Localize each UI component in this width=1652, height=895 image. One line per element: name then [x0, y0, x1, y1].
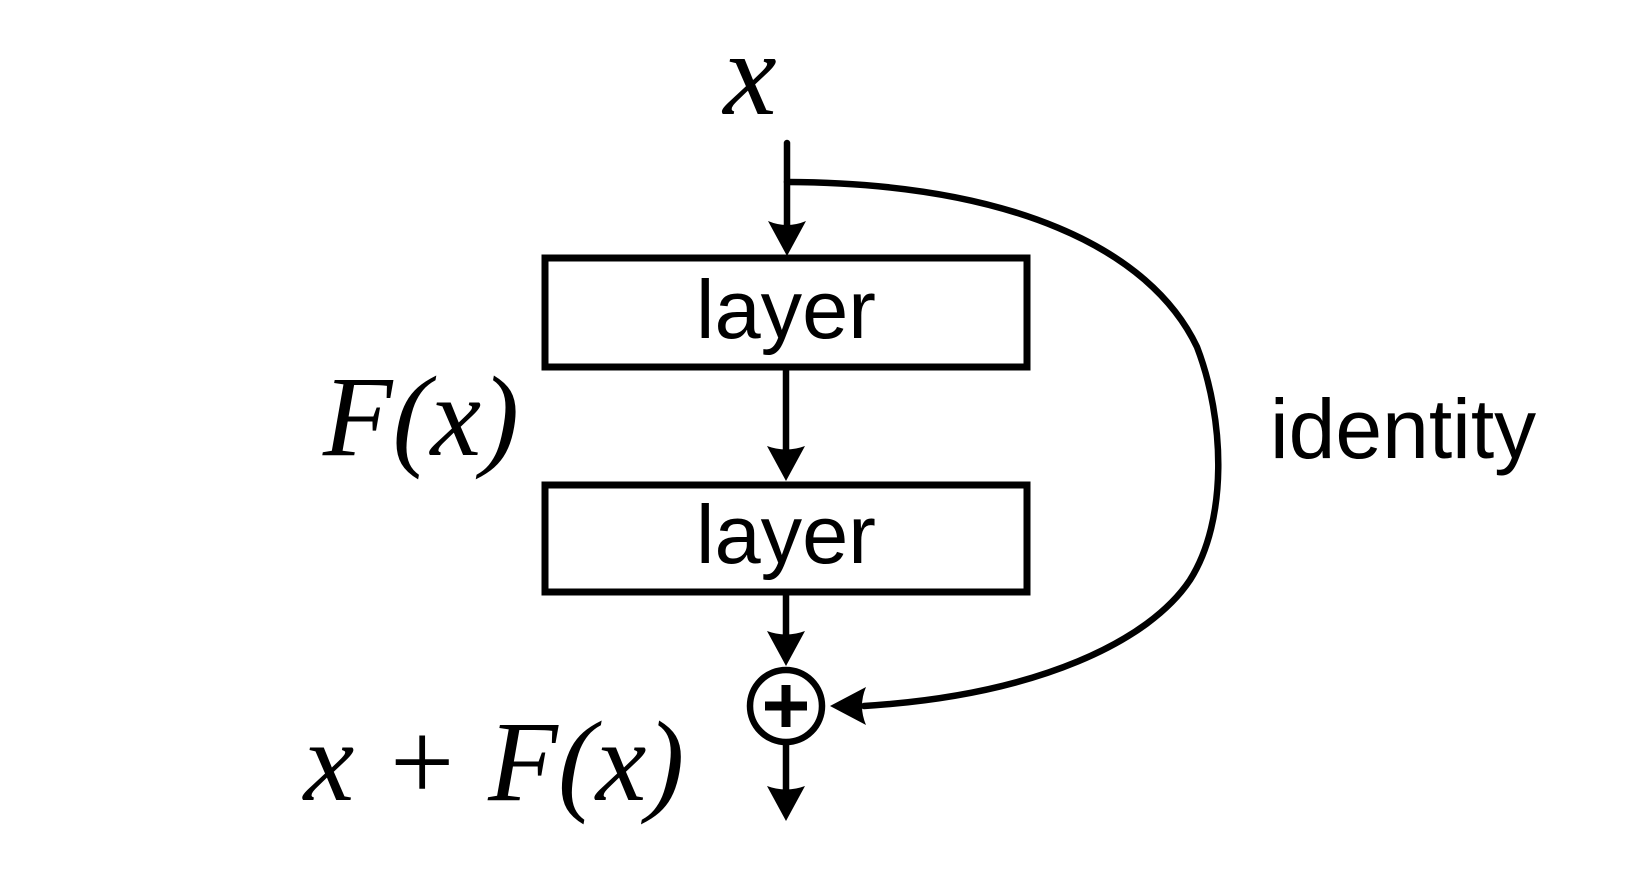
- identity-curve: [783, 178, 1222, 710]
- layer-box-2: [541, 481, 1031, 596]
- residual-function-label: F(x): [322, 353, 519, 480]
- identity-connection: [783, 178, 1222, 725]
- output-label: x + F(x): [302, 698, 685, 825]
- input-arrowhead-icon: [768, 221, 806, 256]
- identity-label: identity: [1270, 382, 1536, 476]
- layer-label-2: layer: [696, 488, 876, 581]
- arrow-to-add: [767, 595, 805, 666]
- identity-arrowhead-icon: [830, 687, 866, 725]
- input-label: x: [721, 7, 776, 140]
- arrow-to-add-arrowhead-icon: [767, 631, 805, 666]
- output-arrowhead-icon: [767, 786, 805, 821]
- arrow-between-layers-arrowhead-icon: [767, 446, 805, 481]
- layer-box-1: [541, 254, 1031, 371]
- add-icon: [746, 666, 826, 746]
- arrow-between-layers: [767, 370, 805, 481]
- add-circle: [746, 666, 826, 746]
- layer-label-1: layer: [696, 263, 876, 356]
- output-arrow: [767, 745, 805, 821]
- input-arrow: [768, 139, 806, 256]
